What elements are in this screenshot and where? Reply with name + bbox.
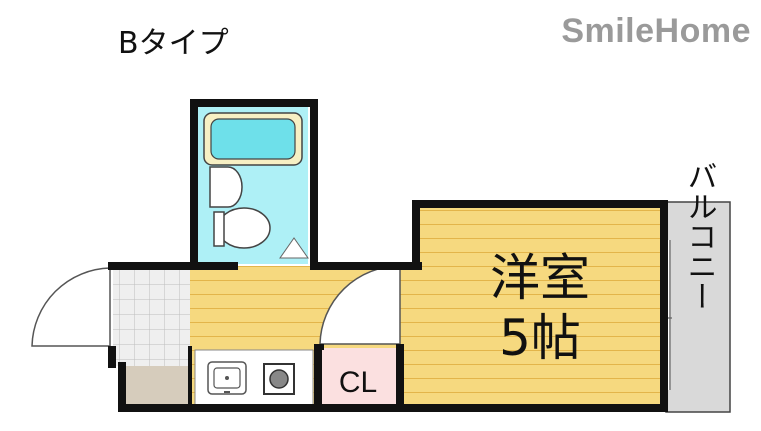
western-room-name: 洋室 bbox=[490, 249, 590, 307]
balcony-label: バルコニー bbox=[682, 161, 717, 311]
western-room-floor bbox=[418, 206, 664, 406]
stove-icon bbox=[263, 363, 295, 395]
front-door-swing bbox=[31, 267, 111, 347]
type-label: Bタイプ bbox=[118, 26, 229, 61]
closet-label: CL bbox=[339, 366, 377, 399]
toilet-icon bbox=[213, 207, 271, 249]
bathtub-icon bbox=[203, 112, 303, 166]
entry-shoe-area bbox=[125, 366, 190, 408]
western-room-size: 5帖 bbox=[499, 309, 581, 367]
sink-icon bbox=[207, 361, 247, 395]
entry-tile-floor bbox=[113, 266, 190, 366]
closet-floor bbox=[320, 348, 398, 406]
walls bbox=[108, 99, 668, 412]
washbasin-icon bbox=[209, 166, 243, 208]
brand-logo: SmileHome bbox=[561, 12, 751, 50]
bathroom-door-swing bbox=[279, 237, 309, 259]
